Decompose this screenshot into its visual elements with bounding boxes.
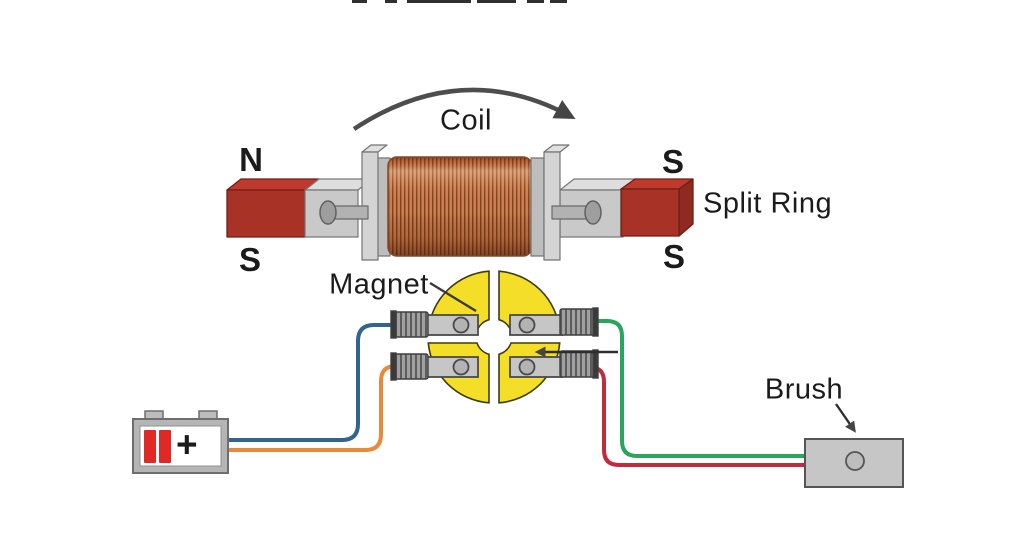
right-magnet-front-face <box>620 188 680 237</box>
thread-bottom-left <box>392 353 429 380</box>
circuit-wires <box>228 319 807 467</box>
brush-pointer-arrow <box>835 403 856 433</box>
commutator-contacts <box>425 314 563 378</box>
thread-cap-top-right <box>592 307 599 337</box>
split-ring-label: Split Ring <box>703 187 833 220</box>
brush-label: Brush <box>764 373 844 406</box>
wire-blue <box>228 323 396 442</box>
left-magnet-top-face <box>226 178 320 191</box>
right-end-plate-top <box>543 144 570 153</box>
contact-plate-top-left <box>425 314 479 336</box>
split-ring-commutator <box>390 270 618 404</box>
coil-shading <box>387 156 533 257</box>
contact-plate-bottom-left <box>425 356 479 378</box>
pole-label-s-right-top: S <box>661 143 685 180</box>
right-magnet-assembly <box>530 144 694 261</box>
pole-label-s-left: S <box>238 241 262 278</box>
brush-contact-circle <box>845 451 865 471</box>
right-end-plate-inner <box>530 157 545 257</box>
pole-label-n-left: N <box>239 141 263 178</box>
thread-top-right <box>559 308 598 336</box>
magnet-pointer-line <box>429 281 477 313</box>
wire-green <box>596 319 807 458</box>
brush-assembly <box>804 403 904 488</box>
coil-assembly <box>387 156 533 257</box>
contact-plate-bottom-right <box>509 356 563 378</box>
battery <box>132 410 229 474</box>
battery-cell-bar-1 <box>144 430 156 463</box>
cropped-top-text-remnant <box>352 0 567 3</box>
left-magnet-assembly <box>226 144 391 261</box>
battery-cell-bar-2 <box>159 430 171 463</box>
terminal-threads <box>390 307 599 381</box>
thread-cap-bottom-right <box>592 349 599 379</box>
right-magnet-side-face <box>678 178 694 237</box>
left-shaft-end <box>319 200 337 225</box>
left-end-plate-top <box>361 144 388 153</box>
thread-bottom-right <box>559 350 598 378</box>
left-magnet-front-face <box>226 189 306 238</box>
thread-cap-top-left <box>390 310 397 339</box>
thread-top-left <box>392 311 429 338</box>
pole-label-s-right-bottom: S <box>662 238 686 275</box>
magnet-label: Magnet <box>329 268 429 301</box>
coil-label: Coil <box>440 104 492 137</box>
right-shaft-end <box>584 200 602 225</box>
contact-pin-bottom-right <box>518 358 536 376</box>
battery-plus-sign: + <box>175 424 199 465</box>
wire-orange <box>228 364 397 452</box>
rotation-direction-arrow <box>352 87 576 131</box>
thread-cap-bottom-left <box>390 352 397 381</box>
contact-pin-top-left <box>452 316 470 334</box>
contact-pin-bottom-left <box>452 358 470 376</box>
wire-red <box>594 366 807 467</box>
contact-pin-top-right <box>518 316 536 334</box>
commutator-segments <box>427 270 561 404</box>
contact-plate-top-right <box>509 314 563 336</box>
